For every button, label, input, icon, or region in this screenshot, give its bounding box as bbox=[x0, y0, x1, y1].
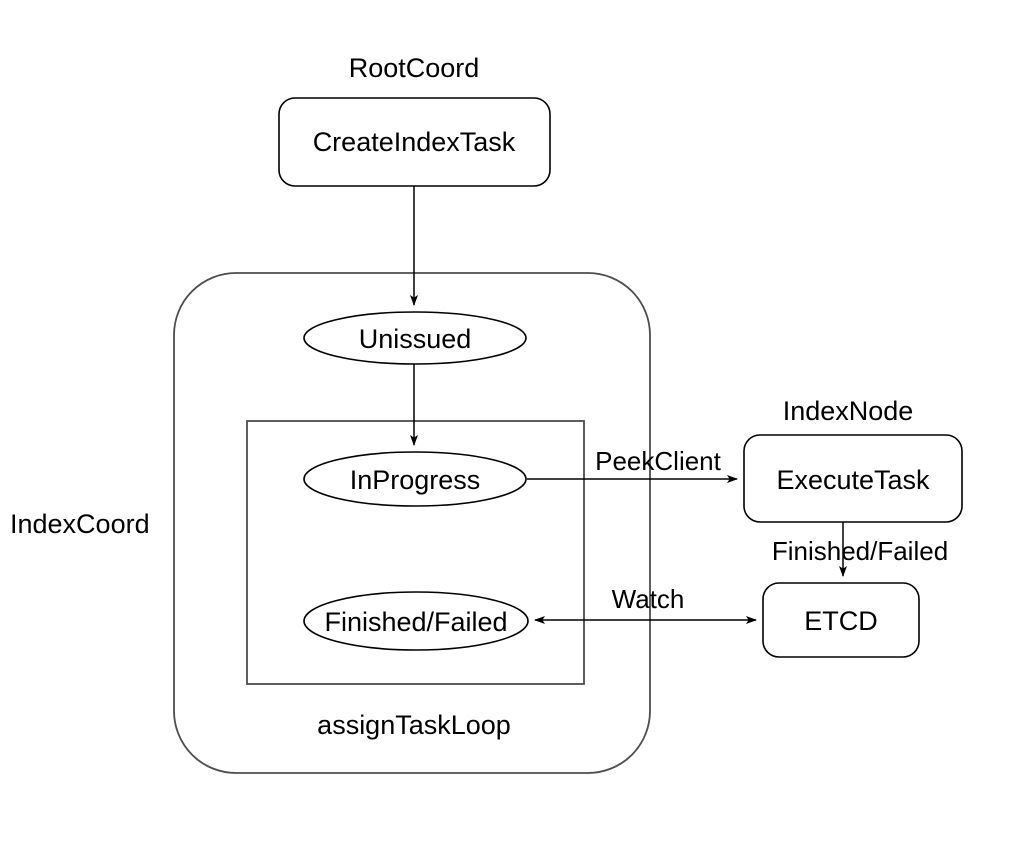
node-execute-task[interactable]: ExecuteTask bbox=[743, 434, 963, 523]
etcd-box bbox=[762, 582, 920, 658]
group-label-indexcoord: IndexCoord bbox=[10, 509, 150, 539]
node-unissued[interactable]: Unissued bbox=[303, 311, 527, 365]
node-in-progress[interactable]: InProgress bbox=[303, 451, 527, 507]
group-label-rootcoord: RootCoord bbox=[349, 53, 480, 83]
node-etcd[interactable]: ETCD bbox=[762, 582, 920, 658]
unissued-label: Unissued bbox=[359, 324, 472, 354]
execute-task-box bbox=[743, 434, 963, 523]
execute-task-label: ExecuteTask bbox=[776, 465, 930, 495]
group-label-assigntaskloop: assignTaskLoop bbox=[317, 710, 511, 740]
finished-failed-ellipse bbox=[303, 591, 529, 651]
etcd-label: ETCD bbox=[804, 606, 878, 636]
group-label-indexnode: IndexNode bbox=[783, 396, 914, 426]
group-indexcoord-container bbox=[173, 272, 651, 774]
edge-label-finished-failed: Finished/Failed bbox=[772, 536, 948, 566]
edge-label-peekclient: PeekClient bbox=[595, 446, 722, 476]
in-progress-ellipse bbox=[303, 451, 527, 507]
create-index-task-box bbox=[278, 97, 551, 187]
node-finished-failed[interactable]: Finished/Failed bbox=[303, 591, 529, 651]
unissued-ellipse bbox=[303, 311, 527, 365]
node-create-index-task[interactable]: CreateIndexTask bbox=[278, 97, 551, 187]
group-assigntaskloop-container bbox=[246, 420, 585, 685]
finished-failed-label: Finished/Failed bbox=[324, 607, 507, 637]
edge-label-watch: Watch bbox=[612, 584, 685, 614]
create-index-task-label: CreateIndexTask bbox=[313, 127, 516, 157]
in-progress-label: InProgress bbox=[350, 465, 481, 495]
